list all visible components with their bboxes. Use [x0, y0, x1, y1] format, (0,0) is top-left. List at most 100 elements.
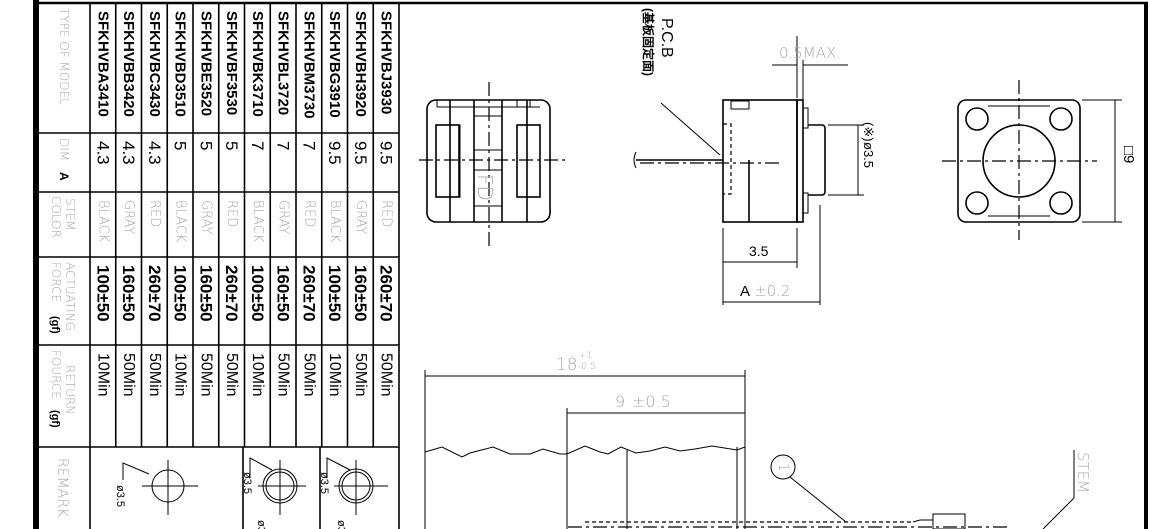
header-force-unit: (gf) — [49, 316, 61, 334]
cell-dim-a: 5 — [171, 141, 190, 150]
cell-dim-a: 4.3 — [119, 141, 138, 165]
remark-inner-dia-2: ø3.0 — [255, 520, 267, 529]
cell-actuating-force: 100±50 — [93, 265, 112, 322]
balloon-number: 1 — [775, 463, 791, 472]
cell-return-force: 50Min — [378, 353, 395, 397]
cell-dim-a: 9.5 — [351, 141, 370, 165]
cell-dim-a: 5 — [196, 141, 215, 150]
cell-stem-color: GRAY — [121, 200, 136, 234]
cell-actuating-force: 260±70 — [299, 265, 318, 322]
header-stem: STEM — [63, 198, 77, 231]
remark-dia-3: ø3.5 — [318, 472, 330, 494]
cell-dim-a: 7 — [299, 141, 318, 150]
cell-dim-a: 4.3 — [145, 141, 164, 165]
cell-actuating-force: 260±70 — [377, 265, 396, 322]
header-dim-a: A — [57, 172, 71, 181]
cell-stem-color: GRAY — [276, 200, 291, 234]
side-view: P.C.B (基板固定面) 0.5MAX. (※) ø3.5 3.5 A ±0.… — [633, 8, 876, 305]
cell-return-force: 50Min — [275, 353, 292, 397]
cell-model: SFKHVBM3730 — [300, 11, 317, 119]
note-mark: (※) — [861, 122, 876, 142]
cell-actuating-force: 100±50 — [248, 265, 267, 322]
top-view: □9 — [942, 80, 1137, 240]
cell-return-force: 50Min — [300, 353, 317, 397]
header-return-unit: (gf) — [49, 410, 61, 428]
front-mark: FD — [473, 174, 497, 201]
remark-dia-2: ø3.5 — [241, 472, 253, 494]
pcb-jp-label: (基板固定面) — [641, 8, 656, 76]
cell-model: SFKHVBK3710 — [249, 11, 266, 117]
header-fource: FOURCE — [49, 350, 63, 399]
dim-a-label: A — [740, 283, 750, 300]
remark-dia-1: ø3.5 — [114, 485, 126, 507]
cell-actuating-force: 160±50 — [274, 265, 293, 322]
remark-symbols: ø3.5 ø3.5 ø3.0 ø3.5 ø3 — [114, 457, 388, 529]
cell-stem-color: BLACK — [95, 200, 110, 243]
stem-dia-label: ø3.5 — [861, 142, 876, 168]
stem-label: STEM — [1074, 452, 1092, 493]
cell-dim-a: 9.5 — [325, 141, 344, 165]
cell-dim-a: 7 — [248, 141, 267, 150]
cell-model: SFKHVBF3530 — [223, 11, 240, 115]
cell-actuating-force: 100±50 — [325, 265, 344, 322]
cell-return-force: 50Min — [197, 353, 214, 397]
cell-dim-a: 4.3 — [93, 141, 112, 165]
cell-return-force: 50Min — [352, 353, 369, 397]
cell-return-force: 50Min — [223, 353, 240, 397]
cell-model: SFKHVBD3510 — [172, 11, 189, 117]
cell-model: SFKHVBC3430 — [146, 11, 163, 117]
table-header: TYPE OF MODEL DIM A STEM COLOR ACTUATING… — [49, 8, 77, 518]
cell-actuating-force: 260±70 — [222, 265, 241, 322]
length-label: 18 — [556, 355, 578, 375]
cell-dim-a: 9.5 — [377, 141, 396, 165]
header-force: FORCE — [49, 262, 63, 302]
cell-return-force: 10Min — [326, 353, 343, 397]
max-gap-label: 0.5MAX. — [779, 44, 841, 62]
header-return: RETURN — [63, 365, 77, 414]
cell-dim-a: 5 — [222, 141, 241, 150]
cell-model: SFKHVBL3720 — [275, 11, 292, 115]
cell-return-force: 50Min — [120, 353, 137, 397]
length-tol-plus: +1 — [579, 351, 592, 361]
cell-model: SFKHVBA3410 — [94, 11, 111, 117]
header-color: COLOR — [49, 196, 63, 238]
cell-stem-color: RED — [147, 200, 162, 227]
header-actuating: ACTUATING — [63, 262, 77, 331]
pcb-label: P.C.B — [658, 18, 675, 58]
cell-stem-color: RED — [224, 200, 239, 227]
remark-inner-dia-3: ø3 — [335, 520, 347, 529]
cell-stem-color: GRAY — [353, 200, 368, 234]
cell-return-force: 10Min — [94, 353, 111, 397]
half-length-tolerance: ±0.5 — [632, 392, 671, 411]
cell-stem-color: RED — [301, 200, 316, 227]
cell-stem-color: BLACK — [327, 200, 342, 243]
header-remark: REMARK — [54, 458, 70, 518]
cell-actuating-force: 160±50 — [196, 265, 215, 322]
square-size-label: □9 — [1120, 146, 1137, 163]
cell-stem-color: GRAY — [198, 200, 213, 234]
cell-actuating-force: 160±50 — [119, 265, 138, 322]
body-depth-label: 3.5 — [749, 243, 769, 259]
cell-model: SFKHVBJ3930 — [378, 11, 395, 114]
cell-dim-a: 7 — [274, 141, 293, 150]
cell-return-force: 10Min — [249, 353, 266, 397]
half-length-label: 9 — [615, 392, 625, 411]
cell-return-force: 10Min — [172, 353, 189, 397]
cell-actuating-force: 100±50 — [171, 265, 190, 322]
dim-a-tolerance: ±0.2 — [754, 282, 790, 300]
frame — [33, 0, 1148, 529]
remark-plain-circle: ø3.5 — [114, 460, 198, 515]
remark-double-circle: ø3.5 ø3 — [318, 457, 388, 529]
cell-stem-color: BLACK — [173, 200, 188, 243]
cell-model: SFKHVBH3920 — [352, 11, 369, 117]
front-view: FD — [419, 82, 566, 250]
cell-return-force: 50Min — [146, 353, 163, 397]
cell-model: SFKHVBE3520 — [197, 11, 214, 116]
header-type-of-model: TYPE OF MODEL — [57, 8, 71, 105]
remark-double-circle: ø3.5 ø3.0 — [241, 457, 306, 529]
cell-model: SFKHVBB3420 — [120, 11, 137, 117]
cell-model: SFKHVBG3910 — [326, 11, 343, 118]
cell-stem-color: RED — [379, 200, 394, 227]
header-dim: DIM — [57, 138, 71, 161]
